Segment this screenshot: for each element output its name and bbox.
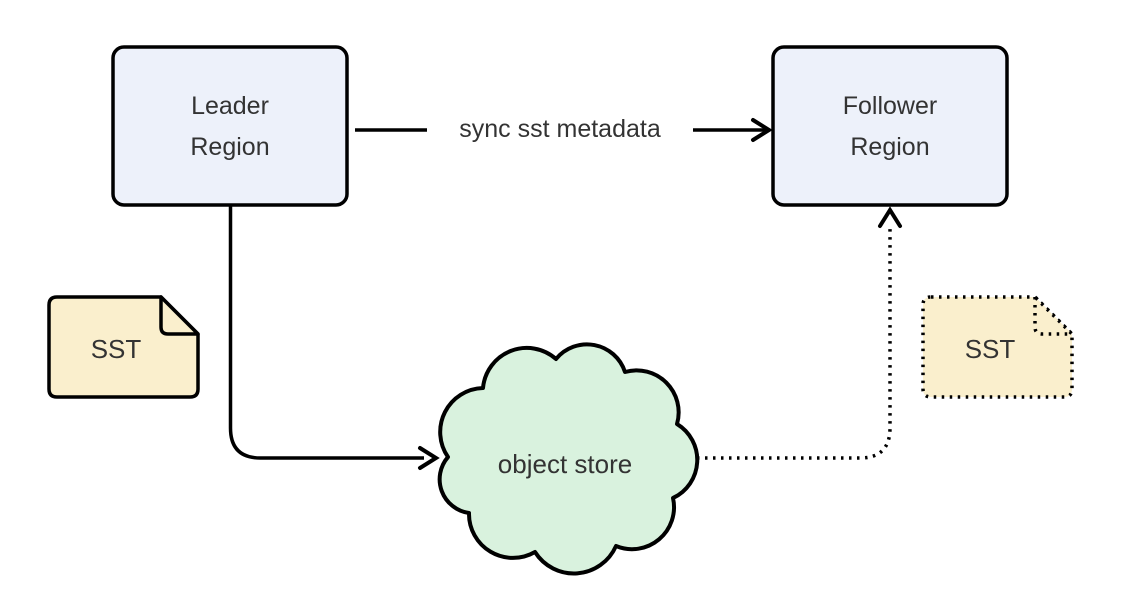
note-sst-left: SST xyxy=(47,295,200,399)
object-store-cloud xyxy=(437,342,700,576)
follower-region-box xyxy=(771,45,1009,207)
follower-region-label-line1: Follower xyxy=(843,92,937,120)
leader-region-label-line2: Region xyxy=(190,133,269,161)
node-follower-region: Follower Region xyxy=(771,45,1009,207)
leader-region-box xyxy=(111,45,349,207)
sst-left-fold-corner xyxy=(159,295,200,336)
follower-region-label-line2: Region xyxy=(850,133,929,161)
sst-right-label: SST xyxy=(965,334,1016,364)
edge-object-store-to-follower xyxy=(689,206,902,460)
sst-right-fold-corner xyxy=(1033,295,1074,336)
sst-left-label: SST xyxy=(91,334,142,364)
edge-sync-sst-metadata: sync sst metadata xyxy=(355,115,773,143)
store-to-follower-arrowhead xyxy=(878,206,902,228)
node-leader-region: Leader Region xyxy=(111,45,349,207)
sync-edge-label: sync sst metadata xyxy=(459,115,661,143)
leader-to-store-arrowhead xyxy=(418,446,440,470)
object-store-label: object store xyxy=(498,449,632,479)
leader-to-store-path xyxy=(228,206,424,460)
node-object-store: object store xyxy=(437,342,700,576)
sync-edge-arrowhead xyxy=(751,118,773,142)
leader-region-label-line1: Leader xyxy=(191,92,269,120)
store-to-follower-path xyxy=(689,228,892,460)
edge-leader-to-object-store xyxy=(228,206,440,470)
note-sst-right: SST xyxy=(921,295,1074,399)
